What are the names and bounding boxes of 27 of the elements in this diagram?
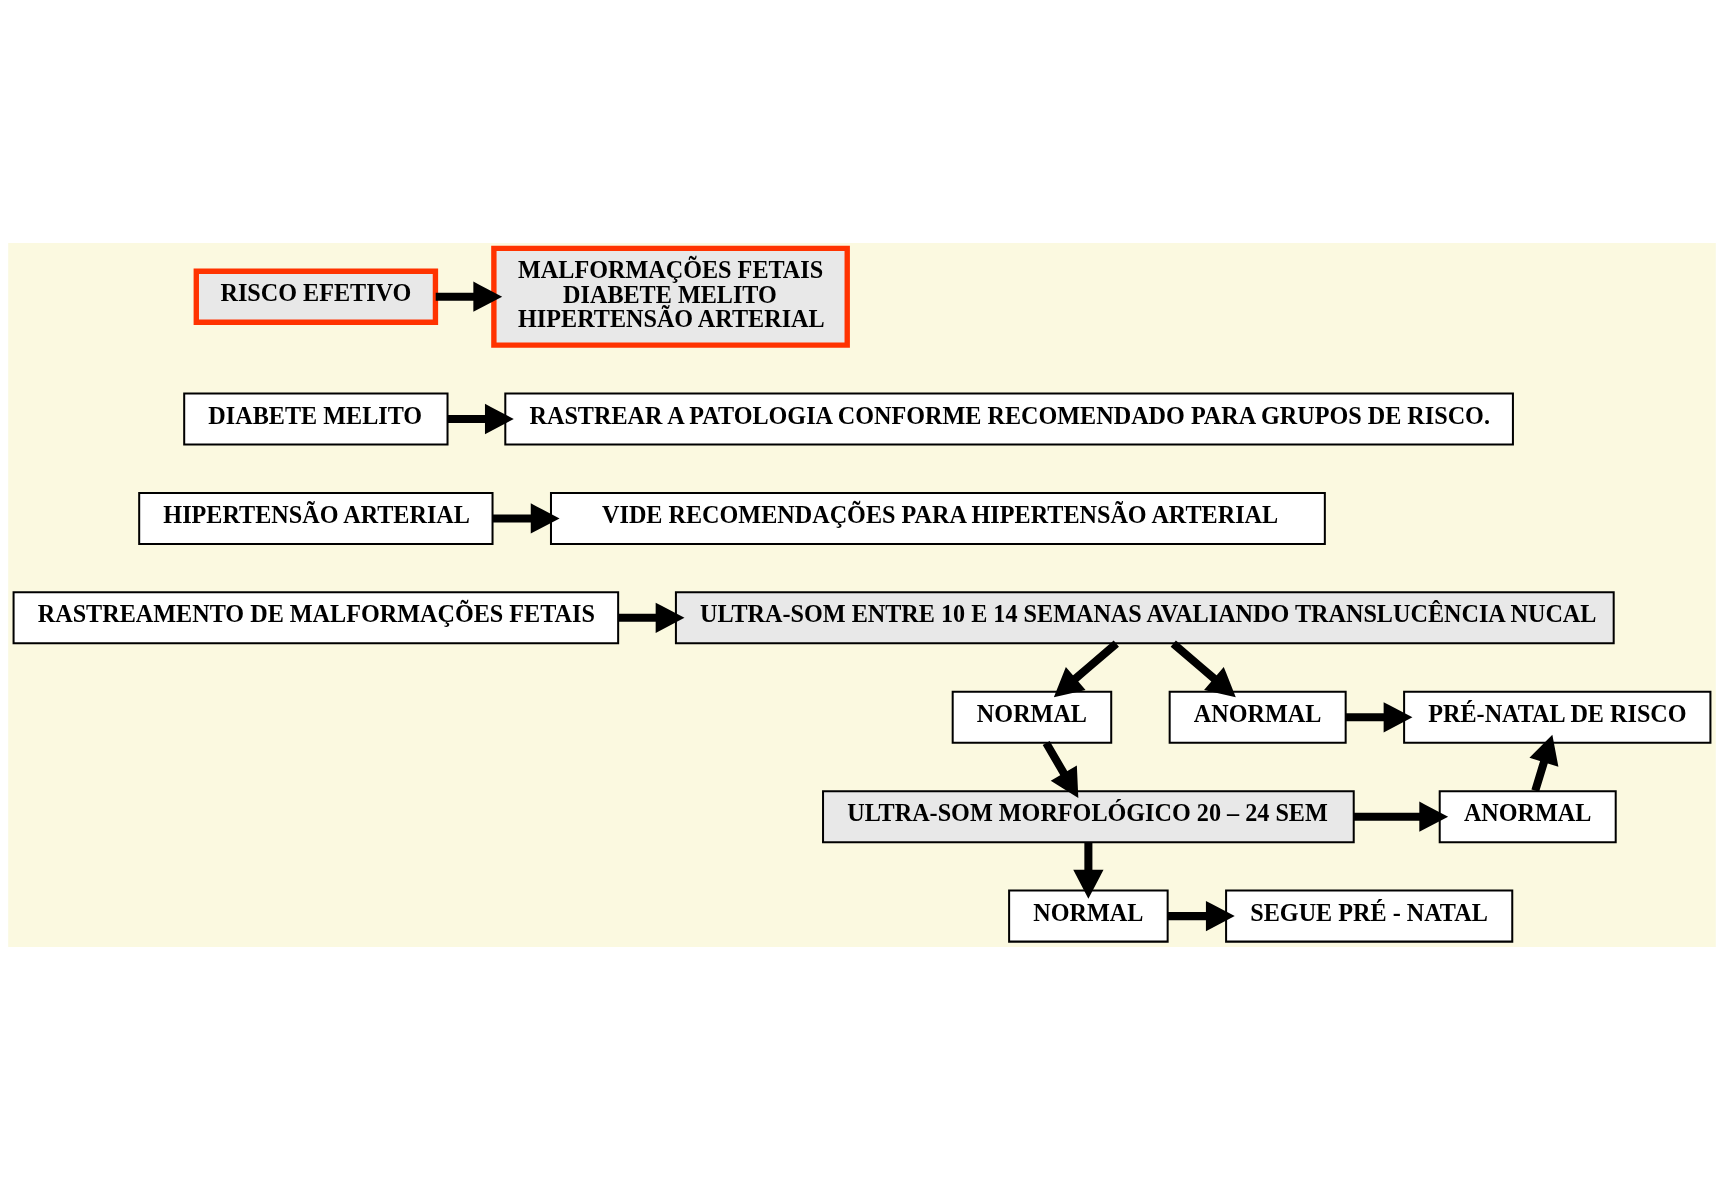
node-box: RISCO EFETIVO [193,268,439,325]
arrow [1167,900,1235,931]
node-box: NORMAL [1008,889,1169,943]
node-box: ANORMAL [1438,789,1617,843]
node-box: ANORMAL [1168,690,1347,744]
node-box: RASTREAR A PATOLOGIA CONFORME RECOMENDADO PARA GRUPOS DE RISCO. [504,391,1514,446]
node-box: DIABETE MELITO [183,391,449,446]
node-box: ULTRA-SOM MORFOLÓGICO 20 – 24 SEM [822,789,1355,843]
arrow [447,403,514,434]
arrow [1353,801,1449,832]
node-box: VIDE RECOMENDAÇÕES PARA HIPERTENSÃO ARTERIAL [549,491,1326,545]
node-box: MALFORMAÇÕES FETAIS DIABETE MELITO HIPERTENSÃO ARTERIAL [491,245,850,348]
arrow [618,602,685,633]
arrow [1053,640,1119,697]
node-box: RASTREAMENTO DE MALFORMAÇÕES FETAIS [12,590,620,644]
arrow [1073,841,1104,899]
arrow [492,502,560,534]
node-box: SEGUE PRÉ - NATAL [1225,889,1514,943]
arrow [1170,640,1236,697]
arrow [1042,740,1079,798]
arrow [435,281,503,312]
node-box: PRÉ-NATAL DE RISCO [1403,690,1712,744]
node-box: ULTRA-SOM ENTRE 10 E 14 SEMANAS AVALIANDO TRANSLUCÊNCIA NUCAL [674,590,1615,644]
node-box: HIPERTENSÃO ARTERIAL [138,491,494,545]
node-box: NORMAL [951,690,1113,744]
arrow [1346,701,1413,732]
arrow [1529,734,1559,792]
